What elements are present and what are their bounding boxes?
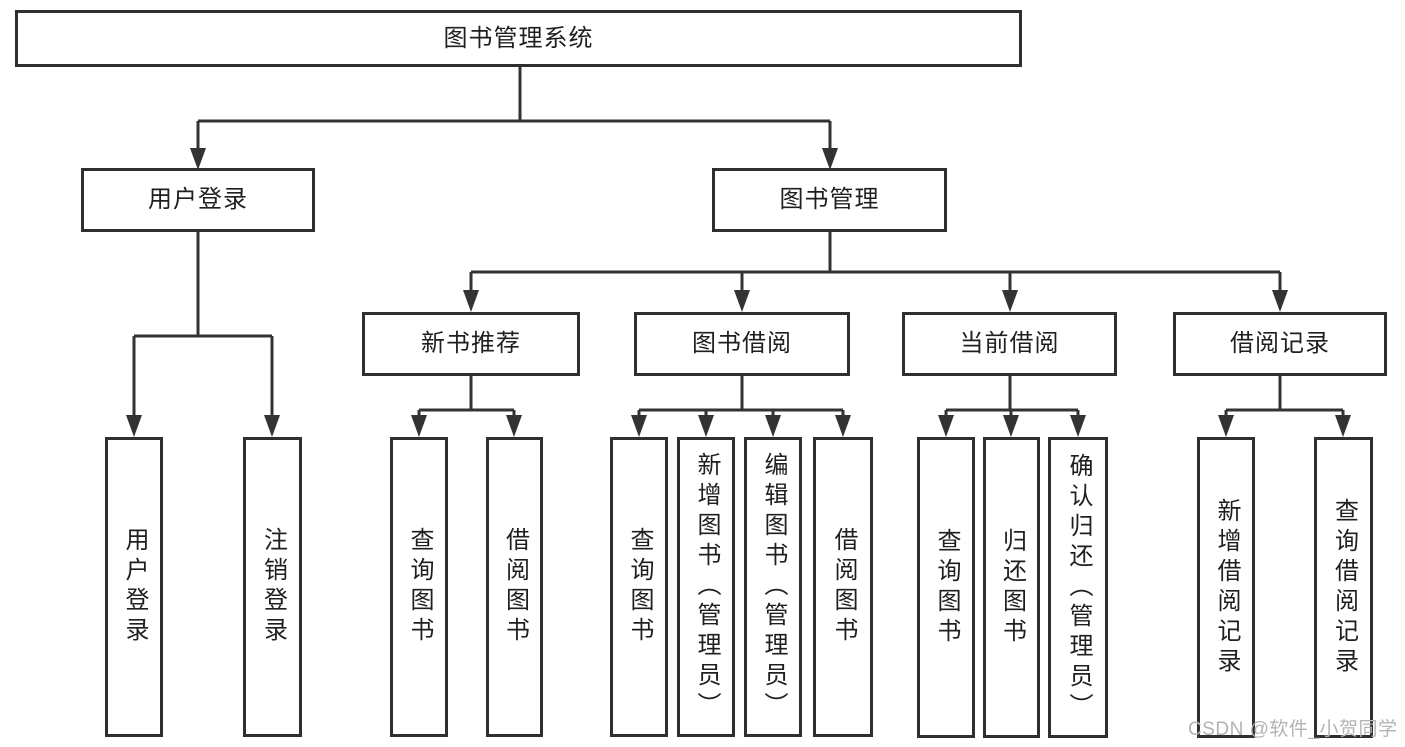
leaf-return-books: 归还图书 bbox=[983, 437, 1040, 738]
node-new-book-recommend-label: 新书推荐 bbox=[421, 330, 521, 357]
leaf-borrow-books-1: 借阅图书 bbox=[486, 437, 543, 737]
arrowhead-icon bbox=[1002, 290, 1018, 312]
leaf-query-borrow-record-label: 查询借阅记录 bbox=[1330, 497, 1358, 678]
arrowhead-icon bbox=[631, 415, 647, 437]
node-book-management-label: 图书管理 bbox=[779, 186, 880, 213]
arrowhead-icon bbox=[698, 415, 714, 437]
leaf-query-books-3-label: 查询图书 bbox=[933, 527, 960, 648]
node-current-borrow: 当前借阅 bbox=[902, 312, 1117, 376]
leaf-query-borrow-record: 查询借阅记录 bbox=[1314, 437, 1373, 738]
arrowhead-icon bbox=[126, 415, 142, 437]
arrowhead-icon bbox=[463, 290, 479, 312]
node-user-login: 用户登录 bbox=[81, 168, 315, 232]
leaf-add-borrow-record-label: 新增借阅记录 bbox=[1213, 497, 1240, 678]
arrowhead-icon bbox=[1272, 290, 1288, 312]
arrowhead-icon bbox=[734, 290, 750, 312]
leaf-query-books-1-label: 查询图书 bbox=[406, 527, 433, 647]
leaf-logout-label: 注销登录 bbox=[259, 527, 287, 647]
arrowhead-icon bbox=[506, 415, 522, 437]
leaf-confirm-return-admin-label: 确认归还（管理员） bbox=[1065, 452, 1092, 723]
arrowhead-icon bbox=[264, 415, 280, 437]
node-book-management: 图书管理 bbox=[712, 168, 947, 232]
leaf-logout: 注销登录 bbox=[243, 437, 302, 737]
leaf-add-borrow-record: 新增借阅记录 bbox=[1197, 437, 1255, 738]
node-book-borrow-label: 图书借阅 bbox=[692, 330, 792, 357]
leaf-add-books-admin: 新增图书（管理员） bbox=[677, 437, 735, 737]
leaf-user-login: 用户登录 bbox=[105, 437, 163, 737]
node-new-book-recommend: 新书推荐 bbox=[362, 312, 580, 376]
arrowhead-icon bbox=[765, 415, 781, 437]
arrowhead-icon bbox=[1003, 415, 1019, 437]
leaf-query-books-2: 查询图书 bbox=[610, 437, 668, 737]
arrowhead-icon bbox=[1218, 415, 1234, 437]
node-borrow-records-label: 借阅记录 bbox=[1230, 330, 1330, 357]
node-borrow-records: 借阅记录 bbox=[1173, 312, 1387, 376]
leaf-borrow-books-2-label: 借阅图书 bbox=[830, 527, 857, 647]
leaf-edit-books-admin-label: 编辑图书（管理员） bbox=[760, 452, 787, 722]
arrowhead-icon bbox=[1070, 415, 1086, 437]
leaf-edit-books-admin: 编辑图书（管理员） bbox=[744, 437, 802, 737]
leaf-return-books-label: 归还图书 bbox=[998, 527, 1026, 648]
leaf-query-books-2-label: 查询图书 bbox=[626, 527, 653, 647]
node-library-system: 图书管理系统 bbox=[15, 10, 1022, 67]
leaf-borrow-books-2: 借阅图书 bbox=[813, 437, 873, 737]
leaf-user-login-label: 用户登录 bbox=[121, 527, 148, 647]
node-user-login-label: 用户登录 bbox=[148, 186, 248, 213]
arrowhead-icon bbox=[822, 148, 838, 170]
leaf-borrow-books-1-label: 借阅图书 bbox=[501, 527, 529, 647]
leaf-add-books-admin-label: 新增图书（管理员） bbox=[693, 452, 720, 722]
leaf-confirm-return-admin: 确认归还（管理员） bbox=[1048, 437, 1108, 738]
leaf-query-books-3: 查询图书 bbox=[917, 437, 975, 738]
arrowhead-icon bbox=[835, 415, 851, 437]
arrowhead-icon bbox=[1335, 415, 1351, 437]
node-current-borrow-label: 当前借阅 bbox=[959, 330, 1060, 357]
leaf-query-books-1: 查询图书 bbox=[390, 437, 448, 737]
node-book-borrow: 图书借阅 bbox=[634, 312, 850, 376]
arrowhead-icon bbox=[190, 148, 206, 170]
csdn-watermark: CSDN @软件_小贺同学 bbox=[1188, 719, 1398, 740]
arrowhead-icon bbox=[938, 415, 954, 437]
node-library-system-label: 图书管理系统 bbox=[443, 24, 594, 52]
arrowhead-icon bbox=[411, 415, 427, 437]
